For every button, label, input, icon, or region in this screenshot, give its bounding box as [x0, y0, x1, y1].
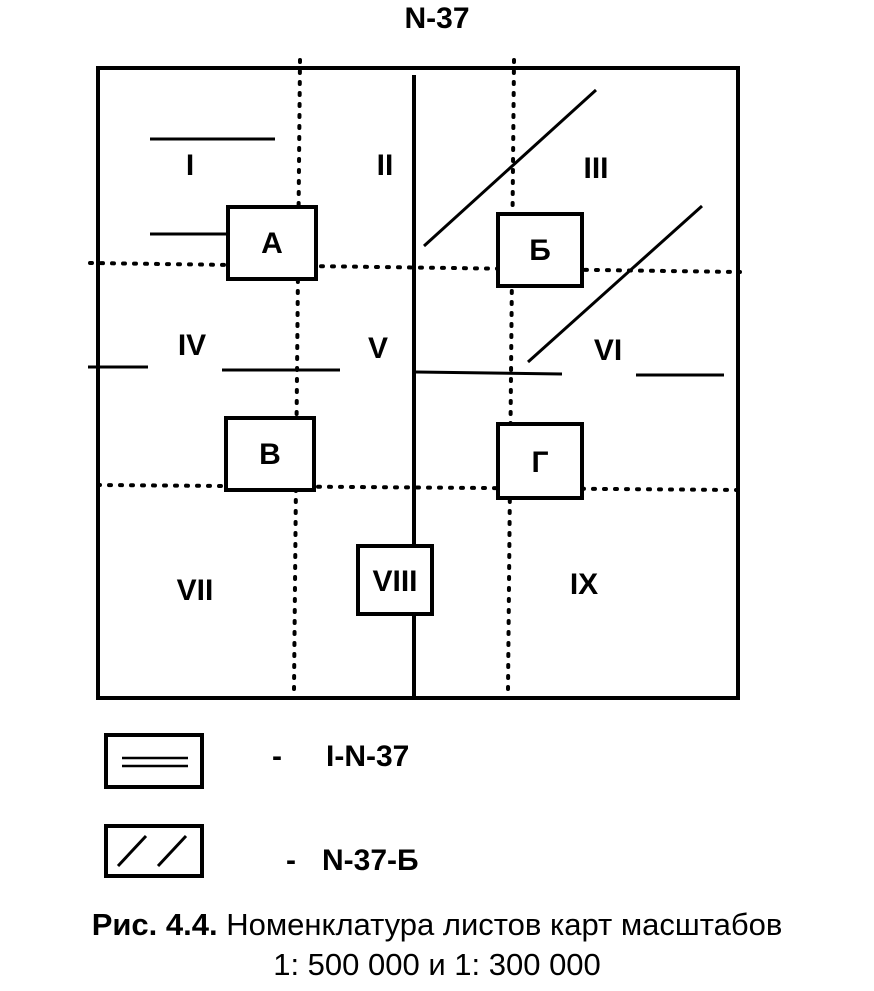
letter-v: В — [259, 438, 281, 471]
sheet-b-hatch — [422, 88, 704, 364]
sheet-label-iii: III — [583, 152, 608, 185]
figure-number: Рис. 4.4. — [91, 907, 218, 942]
letter-box-a: А — [226, 205, 318, 281]
figure-caption: Рис. 4.4. Номенклатура листов карт масшт… — [0, 905, 874, 985]
letter-g: Г — [531, 446, 548, 479]
letter-box-g: Г — [496, 422, 584, 500]
sheet-label-viii: VIII — [372, 565, 417, 598]
caption-text: Номенклатура листов карт масштабов — [226, 907, 783, 942]
letter-box-v: В — [224, 416, 316, 492]
sheet-label-iv: IV — [178, 329, 206, 362]
legend-label-1: I-N-37 — [326, 740, 410, 773]
caption-scales: 1: 500 000 и 1: 300 000 — [273, 947, 601, 982]
sheet-title: N-37 — [404, 2, 470, 35]
sheet-viii-box — [356, 544, 434, 616]
letter-box-b: Б — [496, 212, 584, 288]
sheet-label-v: V — [368, 332, 388, 365]
legend-dash-2: - — [286, 844, 296, 877]
letter-a: А — [261, 227, 283, 260]
sheet-label-vi: VI — [594, 334, 622, 367]
letter-b: Б — [529, 234, 551, 267]
legend-label-2: N-37-Б — [322, 844, 419, 877]
sheet-i-border-marks — [88, 137, 724, 377]
sheet-label-vii: VII — [177, 574, 214, 607]
sheet-label-i: I — [186, 149, 194, 182]
legend-dash-1: - — [272, 740, 282, 773]
sheet-label-ix: IX — [570, 568, 598, 601]
sheet-label-ii: II — [377, 149, 394, 182]
sheet-frame — [96, 66, 740, 700]
legend-swatch-hatch — [104, 824, 204, 878]
legend-swatch-double-line — [104, 733, 204, 789]
